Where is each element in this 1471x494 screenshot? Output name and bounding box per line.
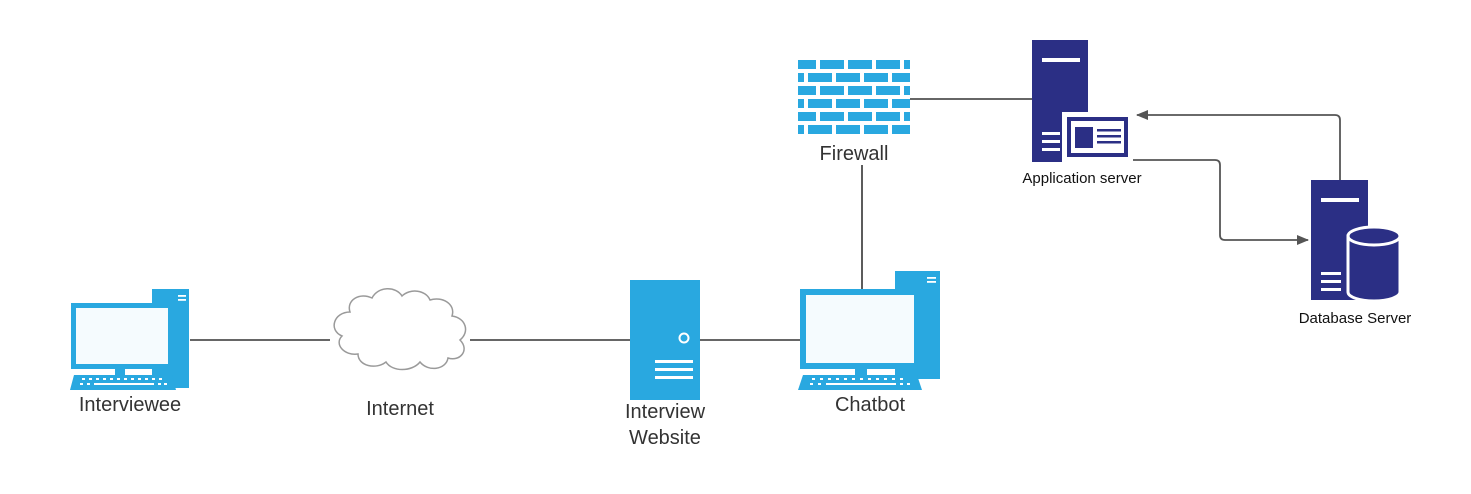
connections — [190, 98, 1341, 341]
database-server-label: Database Server — [1299, 310, 1412, 327]
firewall-label-bg — [812, 139, 896, 165]
arrow-db-to-appserver — [1136, 110, 1341, 180]
interviewee-label: Interviewee — [79, 394, 181, 416]
internet-cloud-icon — [333, 288, 467, 371]
arrow-appserver-to-db — [1133, 159, 1309, 245]
interview-website-label-line2: Website — [629, 427, 701, 449]
interviewee-computer-icon — [70, 289, 189, 390]
chatbot-label: Chatbot — [835, 394, 905, 416]
application-server-icon — [1032, 40, 1133, 162]
chatbot-computer-icon — [798, 271, 940, 390]
firewall-label: Firewall — [820, 143, 889, 165]
interview-website-label-line1: Interview — [625, 401, 706, 423]
application-server-label: Application server — [1022, 170, 1141, 187]
database-server-icon — [1311, 180, 1402, 303]
web-server-icon — [630, 280, 700, 400]
internet-label: Internet — [366, 398, 434, 420]
firewall-icon — [798, 60, 910, 134]
